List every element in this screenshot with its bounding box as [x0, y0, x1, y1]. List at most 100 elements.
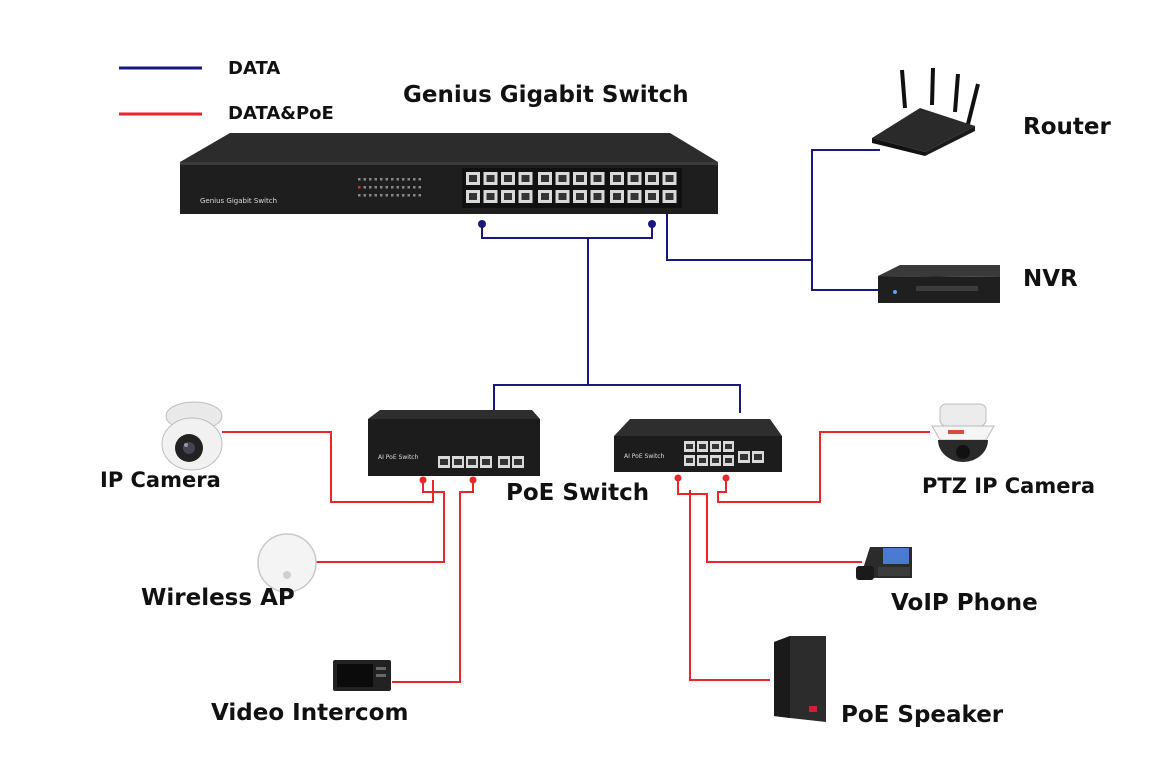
status-led — [380, 194, 383, 197]
router-label: Router — [1023, 114, 1111, 140]
rj45-port-socket — [482, 459, 490, 465]
rj45-port-socket — [486, 193, 495, 200]
status-led — [374, 178, 377, 181]
status-led — [363, 178, 366, 181]
rj45-port-socket — [521, 175, 530, 182]
status-led — [374, 194, 377, 197]
wireless-ap-label: Wireless AP — [141, 585, 295, 611]
link-voip-phone — [677, 478, 862, 563]
rj45-port-socket — [593, 175, 602, 182]
rj45-port-socket — [613, 175, 621, 182]
left-poe-switch — [368, 410, 540, 476]
rj45-port-socket — [686, 458, 693, 463]
rj45-port-socket — [558, 175, 567, 182]
rj45-port-socket — [740, 454, 748, 460]
right-poe-panel-text: AI PoE Switch — [624, 453, 665, 460]
rj45-port-socket — [699, 458, 706, 463]
rj45-port-socket — [754, 454, 762, 460]
rj45-port-socket — [541, 193, 549, 200]
rj45-port-socket — [576, 175, 584, 182]
rj45-port-socket — [648, 193, 656, 200]
link-router — [811, 149, 880, 291]
status-led — [402, 186, 405, 189]
rj45-port-socket — [558, 193, 567, 200]
rj45-port-socket — [440, 459, 448, 465]
rj45-port-socket — [514, 459, 522, 465]
video-intercom-icon — [333, 660, 391, 691]
status-led — [369, 194, 372, 197]
ptz-camera-icon — [931, 403, 995, 462]
ptz-camera-label: PTZ IP Camera — [922, 474, 1096, 498]
rj45-port-socket — [725, 444, 732, 449]
status-led — [369, 186, 372, 189]
status-led — [391, 186, 394, 189]
rj45-port-socket — [469, 193, 477, 200]
status-led — [358, 194, 361, 197]
rj45-port-socket — [521, 193, 530, 200]
status-led — [418, 178, 421, 181]
nvr-label: NVR — [1023, 266, 1078, 292]
status-led — [363, 186, 366, 189]
status-led — [358, 178, 361, 181]
rj45-port-socket — [725, 458, 732, 463]
rj45-port-socket — [576, 193, 584, 200]
status-led — [418, 194, 421, 197]
status-led — [385, 194, 388, 197]
status-led — [374, 186, 377, 189]
core-switch-panel-text: Genius Gigabit Switch — [200, 197, 278, 205]
left-poe-panel-text: AI PoE Switch — [378, 454, 419, 461]
status-led — [407, 194, 410, 197]
port-dot — [419, 476, 427, 484]
status-led — [396, 194, 399, 197]
poe-switch-label: PoE Switch — [506, 480, 650, 506]
rj45-port-socket — [469, 175, 477, 182]
rj45-port-socket — [593, 193, 602, 200]
port-dot — [722, 474, 730, 482]
status-led — [413, 194, 416, 197]
port-dot — [478, 220, 486, 228]
rj45-port-socket — [665, 193, 674, 200]
port-dot — [648, 220, 656, 228]
rj45-port-socket — [686, 444, 693, 449]
status-led — [407, 186, 410, 189]
rj45-port-socket — [500, 459, 508, 465]
rj45-port-socket — [712, 444, 719, 449]
rj45-port-socket — [504, 193, 512, 200]
rj45-port-socket — [454, 459, 462, 465]
status-led — [413, 178, 416, 181]
nvr-icon — [878, 265, 1000, 303]
link-video-intercom — [392, 480, 474, 683]
status-led — [396, 186, 399, 189]
video-intercom-label: Video Intercom — [211, 700, 409, 726]
status-led — [396, 178, 399, 181]
rj45-port-socket — [630, 175, 639, 182]
legend-data-label: DATA — [228, 58, 281, 79]
rj45-port-socket — [541, 175, 549, 182]
rj45-port-socket — [712, 458, 719, 463]
status-led — [369, 178, 372, 181]
port-dot — [469, 476, 477, 484]
data-links — [481, 149, 880, 413]
legend-data-poe-label: DATA&PoE — [228, 103, 334, 124]
poe-speaker-label: PoE Speaker — [841, 702, 1004, 728]
rj45-port-socket — [613, 193, 621, 200]
rj45-port-socket — [630, 193, 639, 200]
link-ip-camera — [222, 431, 434, 503]
status-led — [418, 186, 421, 189]
poe-speaker-icon — [774, 636, 826, 722]
status-led — [363, 194, 366, 197]
status-led — [402, 194, 405, 197]
link-ptz-camera — [717, 431, 930, 503]
rj45-port-socket — [468, 459, 476, 465]
core-switch-title: Genius Gigabit Switch — [403, 82, 689, 108]
rj45-port-socket — [699, 444, 706, 449]
link-trunk-to-left-poe — [493, 384, 741, 413]
router-icon — [872, 67, 980, 156]
rj45-port-socket — [486, 175, 495, 182]
right-poe-switch — [614, 419, 782, 472]
status-led — [413, 186, 416, 189]
link-core-to-router-nvr — [666, 212, 812, 261]
wireless-ap-icon — [257, 533, 317, 593]
status-led — [402, 178, 405, 181]
